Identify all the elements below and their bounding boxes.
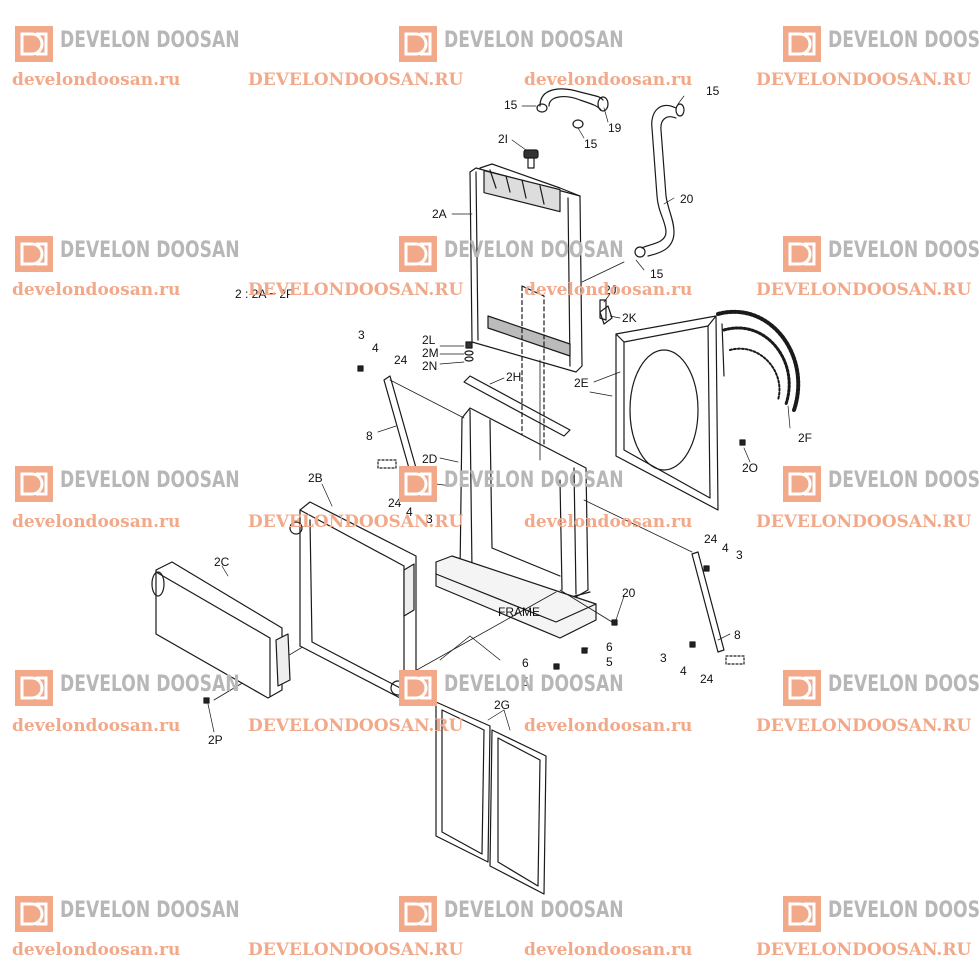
watermark-url: develondoosan.ru	[12, 716, 181, 736]
part-label-3: 3	[426, 512, 433, 526]
part-label-2D: 2D	[422, 452, 438, 466]
watermark-url: DEVELONDOOSAN.RU	[248, 716, 464, 736]
part-label-2P: 2P	[208, 733, 223, 747]
part-label-4: 4	[680, 664, 687, 678]
watermark-url: develondoosan.ru	[524, 716, 693, 736]
part-label-6: 6	[606, 640, 613, 654]
part-label-4: 4	[406, 505, 413, 519]
part-label-2C: 2C	[214, 555, 230, 569]
watermark-url: develondoosan.ru	[524, 280, 693, 300]
fan-shroud-2E	[615, 315, 719, 511]
develon-logo-icon	[15, 26, 53, 62]
radiator-core-2A	[469, 163, 583, 373]
watermark-url: develondoosan.ru	[524, 940, 693, 960]
hidden-edge	[521, 285, 545, 467]
develon-logo-icon	[399, 236, 437, 272]
watermark-url: DEVELONDOOSAN.RU	[756, 716, 972, 736]
part-label-2H: 2H	[506, 370, 522, 384]
watermark-url: DEVELONDOOSAN.RU	[248, 70, 464, 90]
part-label-5: 5	[606, 655, 613, 669]
develon-logo-icon	[399, 670, 437, 706]
develon-logo-icon	[783, 236, 821, 272]
clip-2K	[599, 305, 613, 325]
hose-clamp	[572, 119, 584, 129]
part-label-2A: 2A	[432, 207, 447, 221]
upper-hose-19	[536, 88, 609, 113]
part-label-2K: 2K	[622, 311, 637, 325]
fan-guard-2F	[716, 310, 801, 412]
develon-logo-icon	[783, 896, 821, 932]
part-label-15: 15	[650, 267, 664, 281]
part-label-19: 19	[608, 121, 622, 135]
develon-logo-icon	[783, 466, 821, 502]
part-label-2J: 2J	[604, 283, 617, 297]
watermark-url: DEVELONDOOSAN.RU	[248, 512, 464, 532]
part-label-24: 24	[700, 672, 714, 686]
part-label-2B: 2B	[308, 471, 323, 485]
part-label-2O: 2O	[742, 461, 759, 475]
develon-logo-icon	[15, 670, 53, 706]
watermark-url: DEVELONDOOSAN.RU	[248, 940, 464, 960]
watermark-url: DEVELONDOOSAN.RU	[756, 70, 972, 90]
frame-label: FRAME	[498, 605, 540, 619]
part-label-2E: 2E	[574, 376, 589, 390]
develon-logo-icon	[783, 26, 821, 62]
part-label-24: 24	[388, 496, 402, 510]
stay-rod-right-8	[691, 551, 745, 665]
watermark-url: develondoosan.ru	[12, 512, 181, 532]
part-label-3: 3	[660, 651, 667, 665]
develon-logo-icon	[399, 466, 437, 502]
develon-logo-icon	[15, 896, 53, 932]
watermark-url: DEVELONDOOSAN.RU	[756, 512, 972, 532]
part-label-5: 5	[522, 675, 529, 689]
watermark-url: develondoosan.ru	[524, 70, 693, 90]
develon-logo-icon	[15, 466, 53, 502]
watermark-url: DEVELONDOOSAN.RU	[248, 280, 464, 300]
part-label-2L: 2L	[422, 333, 436, 347]
watermark-url: DEVELONDOOSAN.RU	[756, 940, 972, 960]
assembly-note: 2 : 2A ~ 2P	[235, 287, 295, 301]
part-label-4: 4	[372, 341, 379, 355]
radiator-cap-2I	[523, 149, 539, 169]
part-label-3: 3	[736, 548, 743, 562]
part-label-24: 24	[394, 353, 408, 367]
part-label-2I: 2I	[498, 132, 509, 146]
part-label-24: 24	[704, 532, 718, 546]
part-label-2N: 2N	[422, 359, 438, 373]
part-label-2M: 2M	[422, 346, 439, 360]
oil-cooler-2B	[289, 501, 417, 701]
part-label-3: 3	[358, 328, 365, 342]
watermark-url: develondoosan.ru	[524, 512, 693, 532]
part-label-15: 15	[706, 84, 720, 98]
part-label-15: 15	[584, 137, 598, 151]
part-label-6: 6	[522, 656, 529, 670]
part-label-8: 8	[734, 628, 741, 642]
develon-logo-icon	[399, 896, 437, 932]
develon-logo-icon	[783, 670, 821, 706]
lower-hose-20	[634, 103, 685, 258]
watermark-url: develondoosan.ru	[12, 940, 181, 960]
part-label-20: 20	[622, 586, 636, 600]
machine-frame	[435, 555, 597, 639]
screens-2G	[435, 701, 547, 895]
develon-logo-icon	[15, 236, 53, 272]
seal-bar-2H	[463, 375, 571, 437]
intercooler-2C	[151, 561, 291, 699]
part-label-4: 4	[722, 541, 729, 555]
bolt-stack-2L-2N	[464, 341, 474, 362]
develon-logo-icon	[399, 26, 437, 62]
label-leaders	[207, 95, 791, 733]
part-label-8: 8	[366, 429, 373, 443]
part-label-15: 15	[504, 98, 518, 112]
part-label-2F: 2F	[798, 431, 813, 445]
watermark-url: DEVELONDOOSAN.RU	[756, 280, 972, 300]
part-label-2G: 2G	[494, 698, 511, 712]
watermark-url: develondoosan.ru	[12, 280, 181, 300]
part-label-20: 20	[680, 192, 694, 206]
watermark-url: develondoosan.ru	[12, 70, 181, 90]
